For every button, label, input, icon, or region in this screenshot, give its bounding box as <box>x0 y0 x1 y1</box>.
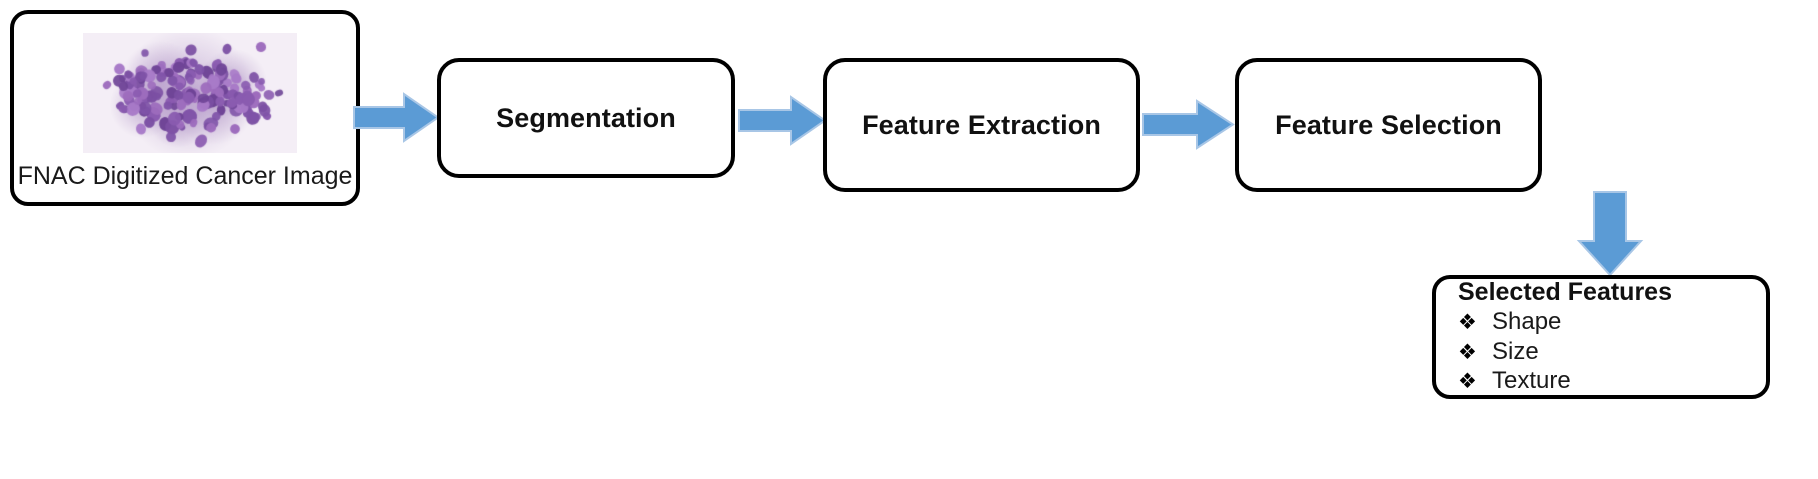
selected-features-list: ❖ Shape ❖ Size ❖ Texture <box>1458 307 1571 396</box>
feature-label: Size <box>1492 337 1539 365</box>
diamond-bullet-icon: ❖ <box>1458 310 1477 334</box>
arrow-segmentation-to-feature-extraction <box>738 95 827 146</box>
node-segmentation[interactable]: Segmentation <box>437 58 735 178</box>
node-selected-features[interactable]: Selected Features ❖ Shape ❖ Size ❖ Textu… <box>1432 275 1770 399</box>
selected-features-title: Selected Features <box>1458 277 1672 306</box>
node-feature-selection[interactable]: Feature Selection <box>1235 58 1542 192</box>
node-fnac-image[interactable]: FNAC Digitized Cancer Image <box>10 10 360 206</box>
feature-selection-label: Feature Selection <box>1275 109 1502 140</box>
diamond-bullet-icon: ❖ <box>1458 370 1477 394</box>
arrow-image-to-segmentation <box>353 92 440 143</box>
fnac-image-caption: FNAC Digitized Cancer Image <box>17 162 353 190</box>
list-item: ❖ Size <box>1458 337 1571 367</box>
feature-label: Texture <box>1492 367 1571 395</box>
fnac-micrograph-image <box>83 33 297 153</box>
node-feature-extraction[interactable]: Feature Extraction <box>823 58 1140 192</box>
arrow-selection-to-selected-features <box>1576 191 1644 277</box>
list-item: ❖ Texture <box>1458 366 1571 396</box>
feature-label: Shape <box>1492 307 1562 335</box>
arrow-feature-extraction-to-selection <box>1142 99 1235 150</box>
segmentation-label: Segmentation <box>496 102 676 133</box>
feature-extraction-label: Feature Extraction <box>862 109 1101 140</box>
list-item: ❖ Shape <box>1458 307 1571 337</box>
diamond-bullet-icon: ❖ <box>1458 340 1477 364</box>
